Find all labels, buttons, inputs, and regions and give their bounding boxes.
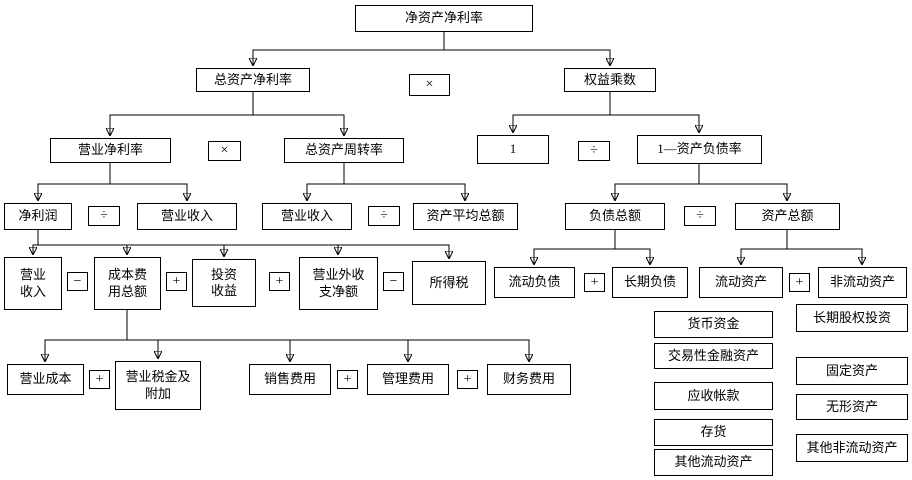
node-operating-cost: 营业成本 [7, 364, 84, 395]
node-long-term-liabilities: 长期负债 [612, 267, 688, 298]
node-revenue: 营业收入 [137, 203, 237, 230]
node-net-profit: 净利润 [4, 203, 72, 230]
node-one: 1 [477, 135, 549, 164]
node-asset-turnover: 总资产周转率 [284, 138, 404, 163]
node-selling-expense: 销售费用 [249, 364, 331, 395]
node-non-operating-net: 营业外收 支净额 [299, 257, 378, 310]
node-revenue: 营业收入 [262, 203, 352, 230]
node-net-profit-margin: 营业净利率 [50, 138, 171, 163]
node-non-current-assets: 非流动资产 [818, 267, 907, 298]
node-inventory: 存货 [654, 419, 773, 446]
plus-operator: + [584, 273, 605, 292]
minus-operator: − [67, 272, 88, 291]
node-total-assets: 资产总额 [735, 203, 840, 230]
node-total-liabilities: 负债总额 [565, 203, 665, 230]
plus-operator: + [89, 370, 110, 389]
divide-operator: ÷ [684, 206, 716, 226]
node-total-cost-expense: 成本费 用总额 [94, 257, 161, 310]
plus-operator: + [457, 370, 478, 389]
node-avg-total-assets: 资产平均总额 [413, 203, 518, 230]
node-one-minus-debt-ratio: 1—资产负债率 [637, 135, 762, 164]
node-revenue: 营业 收入 [4, 257, 62, 310]
node-current-assets: 流动资产 [699, 267, 783, 298]
multiply-operator: × [208, 141, 241, 161]
multiply-operator: × [409, 74, 450, 96]
minus-operator: − [383, 272, 404, 291]
node-other-non-current-assets: 其他非流动资产 [796, 434, 908, 462]
node-investment-income: 投资 收益 [192, 259, 256, 307]
node-roa: 总资产净利率 [196, 68, 310, 92]
plus-operator: + [166, 272, 187, 291]
node-intangible-assets: 无形资产 [796, 394, 908, 420]
divide-operator: ÷ [368, 206, 400, 226]
node-fixed-assets: 固定资产 [796, 357, 908, 385]
node-cash: 货币资金 [654, 311, 773, 338]
node-accounts-receivable: 应收帐款 [654, 382, 773, 410]
plus-operator: + [269, 272, 290, 291]
node-trading-financial-assets: 交易性金融资产 [654, 343, 773, 369]
node-financial-expense: 财务费用 [487, 364, 571, 395]
node-current-liabilities: 流动负债 [494, 267, 575, 298]
node-equity-multiplier: 权益乘数 [564, 68, 656, 92]
divide-operator: ÷ [578, 141, 610, 161]
node-business-tax-surcharge: 营业税金及 附加 [115, 361, 201, 410]
node-admin-expense: 管理费用 [367, 364, 449, 395]
node-other-current-assets: 其他流动资产 [654, 449, 773, 476]
plus-operator: + [337, 370, 358, 389]
node-income-tax: 所得税 [412, 261, 486, 305]
divide-operator: ÷ [88, 206, 120, 226]
node-long-term-equity-investment: 长期股权投资 [796, 304, 908, 332]
plus-operator: + [789, 273, 810, 292]
node-roe: 净资产净利率 [355, 5, 533, 32]
